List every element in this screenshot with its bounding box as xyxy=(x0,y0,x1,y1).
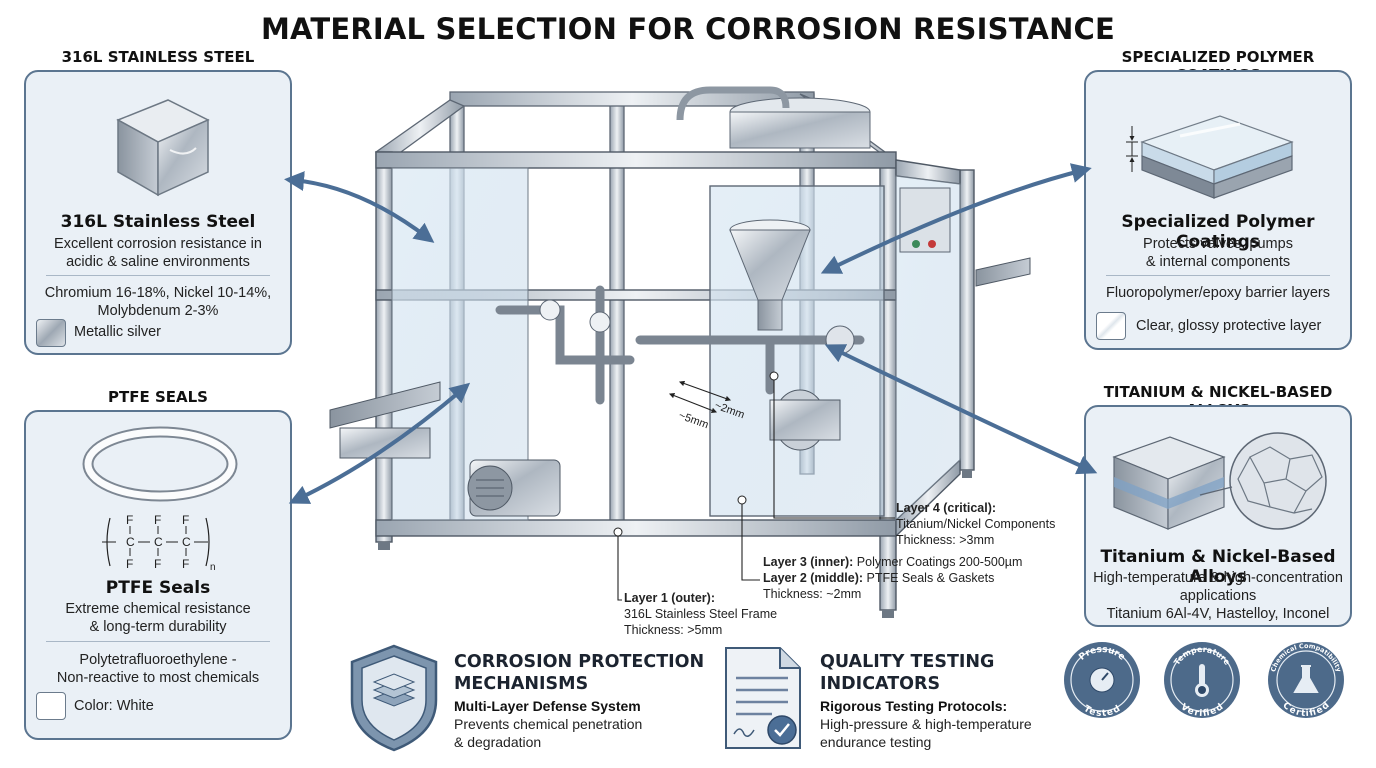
layer-1-line-1: 316L Stainless Steel Frame xyxy=(624,607,778,621)
layer-4-callout: Layer 4 (critical): Titanium/Nickel Comp… xyxy=(896,500,1055,548)
formula-c: C xyxy=(126,535,135,549)
formula-f: F xyxy=(182,513,189,527)
stainless-name: 316L Stainless Steel xyxy=(60,212,256,232)
stainless-composition-1: Chromium 16-18%, Nickel 10-14%, xyxy=(44,285,272,301)
ptfe-divider xyxy=(46,641,270,642)
pressure-badge-bottom: Tested xyxy=(1082,704,1122,719)
stainless-desc-2: acidic & saline environments xyxy=(66,254,250,270)
svg-text:Tested: Tested xyxy=(1082,704,1122,719)
page-title: MATERIAL SELECTION FOR CORROSION RESISTA… xyxy=(260,12,1116,46)
chemical-compatibility-badge: Chemical Compatibility Certified xyxy=(1268,642,1344,719)
polymer-color-label: Clear, glossy protective layer xyxy=(1136,318,1322,334)
layer-1-title: Layer 1 (outer): xyxy=(624,591,715,605)
mechanisms-desc-1: Prevents chemical penetration xyxy=(454,716,643,732)
svg-text:Verified: Verified xyxy=(1179,702,1226,719)
quality-title-line-2: INDICATORS xyxy=(820,674,941,694)
layer-3-title: Layer 3 (inner): xyxy=(763,555,854,569)
pressure-tested-badge: Pressure Tested xyxy=(1064,642,1140,719)
formula-n: n xyxy=(210,562,216,573)
mechanisms-title: CORROSION PROTECTION MECHANISMS xyxy=(454,651,704,695)
polymer-name: Specialized Polymer Coatings xyxy=(1121,212,1315,252)
formula-f: F xyxy=(126,557,133,571)
temperature-verified-badge: Temperature Verified xyxy=(1164,642,1240,719)
titanium-alloys-card: Titanium & Nickel-Based Alloys High-temp… xyxy=(1084,405,1352,627)
layer-1-callout: Layer 1 (outer): 316L Stainless Steel Fr… xyxy=(624,590,777,638)
certificate-icon xyxy=(725,647,801,749)
ptfe-composition-1: Polytetrafluoroethylene - xyxy=(79,652,237,668)
titanium-composition: Titanium 6Al-4V, Hastelloy, Inconel xyxy=(1106,606,1330,622)
white-swatch xyxy=(36,692,66,720)
layer-2-title: Layer 2 (middle): xyxy=(763,571,864,585)
ptfe-desc-1: Extreme chemical resistance xyxy=(65,601,251,617)
shield-icon xyxy=(350,644,438,752)
formula-f: F xyxy=(182,557,189,571)
o-ring-icon xyxy=(82,426,238,502)
layer-3-text: Polymer Coatings 200-500µm xyxy=(856,555,1023,569)
layer-4-line-2: Thickness: >3mm xyxy=(896,533,995,547)
layer-4-title: Layer 4 (critical): xyxy=(896,501,997,515)
metallic-silver-swatch xyxy=(36,319,66,347)
ptfe-chemical-formula: F F F C C C F F F n xyxy=(102,513,216,573)
formula-f: F xyxy=(154,513,161,527)
polymer-desc-1: Protects valves, pumps xyxy=(1143,236,1293,252)
mechanisms-title-line-2: MECHANISMS xyxy=(454,674,589,694)
ptfe-name: PTFE Seals xyxy=(105,578,211,598)
titanium-desc-2: applications xyxy=(1179,588,1257,604)
temperature-badge-bottom: Verified xyxy=(1179,702,1226,719)
formula-f: F xyxy=(154,557,161,571)
clear-glossy-swatch xyxy=(1096,312,1126,340)
formula-f: F xyxy=(126,513,133,527)
stainless-desc-1: Excellent corrosion resistance in xyxy=(54,236,262,252)
coating-layers-icon xyxy=(1126,115,1294,199)
mechanisms-subtitle: Multi-Layer Defense System xyxy=(454,698,641,714)
ptfe-section-heading: PTFE SEALS xyxy=(108,388,208,406)
polymer-divider xyxy=(1106,275,1330,276)
stainless-composition-2: Molybdenum 2-3% xyxy=(97,303,219,319)
ptfe-desc-2: & long-term durability xyxy=(89,619,227,635)
polymer-composition: Fluoropolymer/epoxy barrier layers xyxy=(1105,285,1331,301)
titanium-name: Titanium & Nickel-Based Alloys xyxy=(1100,547,1336,587)
layer-1-line-2: Thickness: >5mm xyxy=(624,623,723,637)
mechanisms-desc-2: & degradation xyxy=(454,734,542,750)
quality-description: High-pressure & high-temperature enduran… xyxy=(820,715,1032,751)
titanium-desc-1: High-temperature & high-concentration xyxy=(1093,570,1343,586)
formula-c: C xyxy=(182,535,191,549)
quality-desc-1: High-pressure & high-temperature xyxy=(820,716,1032,732)
stainless-color-label: Metallic silver xyxy=(74,324,162,340)
layer-2-callout: Layer 2 (middle): PTFE Seals & Gaskets T… xyxy=(763,570,994,602)
layer-2-text: PTFE Seals & Gaskets xyxy=(866,571,995,585)
quality-title-line-1: QUALITY TESTING xyxy=(820,652,995,672)
polymer-desc-2: & internal components xyxy=(1145,254,1291,270)
quality-subtitle: Rigorous Testing Protocols: xyxy=(820,698,1008,714)
alloy-block-icon xyxy=(1112,432,1327,530)
quality-title: QUALITY TESTING INDICATORS xyxy=(820,651,994,695)
layer-3-callout: Layer 3 (inner): Polymer Coatings 200-50… xyxy=(763,554,1022,570)
stainless-steel-card: 316L Stainless Steel Excellent corrosion… xyxy=(24,70,292,355)
mechanisms-title-line-1: CORROSION PROTECTION xyxy=(454,652,705,672)
ptfe-seals-card: F F F C C C F F F n PTFE Seals Extreme c… xyxy=(24,410,292,740)
dimension-5mm: ~5mm xyxy=(677,410,710,432)
stainless-section-heading: 316L STAINLESS STEEL xyxy=(61,48,255,66)
formula-c: C xyxy=(154,535,163,549)
quality-desc-2: endurance testing xyxy=(820,734,932,750)
mechanisms-description: Prevents chemical penetration & degradat… xyxy=(454,715,642,751)
layer-2-line-2: Thickness: ~2mm xyxy=(763,587,862,601)
polymer-coatings-card: Specialized Polymer Coatings Protects va… xyxy=(1084,70,1352,350)
ptfe-composition-2: Non-reactive to most chemicals xyxy=(56,670,260,686)
steel-block-icon xyxy=(116,99,210,197)
ptfe-color-label: Color: White xyxy=(74,698,154,714)
layer-4-line-1: Titanium/Nickel Components xyxy=(896,517,1056,531)
stainless-divider xyxy=(46,275,270,276)
